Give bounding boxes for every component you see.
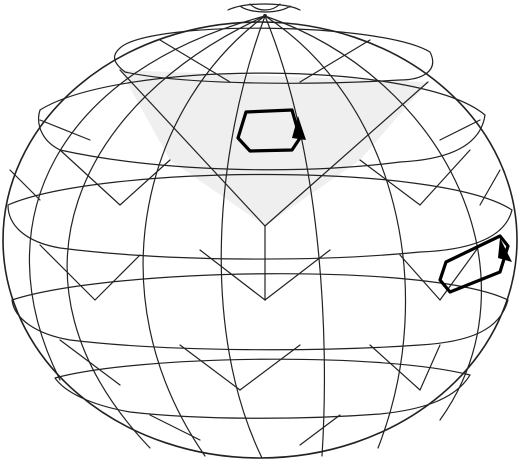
pole-petals — [228, 4, 300, 12]
diagonal — [180, 345, 240, 390]
side-loop — [440, 236, 512, 292]
shaded-faces — [120, 70, 428, 226]
diagonal — [10, 170, 40, 200]
diagonal — [40, 120, 90, 140]
shaded-face-upper — [120, 70, 428, 226]
pole-point — [263, 14, 267, 18]
diagonal — [150, 415, 200, 440]
diagonal — [370, 345, 420, 390]
diagonal — [60, 340, 120, 385]
diagonal — [120, 160, 170, 205]
diagonal — [420, 345, 440, 390]
latitude-ring-4 — [12, 274, 508, 350]
diagonal — [95, 255, 140, 300]
diagonal — [440, 245, 480, 300]
diagonal — [240, 345, 300, 390]
diagonal — [300, 415, 340, 445]
diagonal — [440, 120, 480, 140]
pole-cap — [228, 4, 300, 18]
diagonal — [60, 150, 120, 205]
